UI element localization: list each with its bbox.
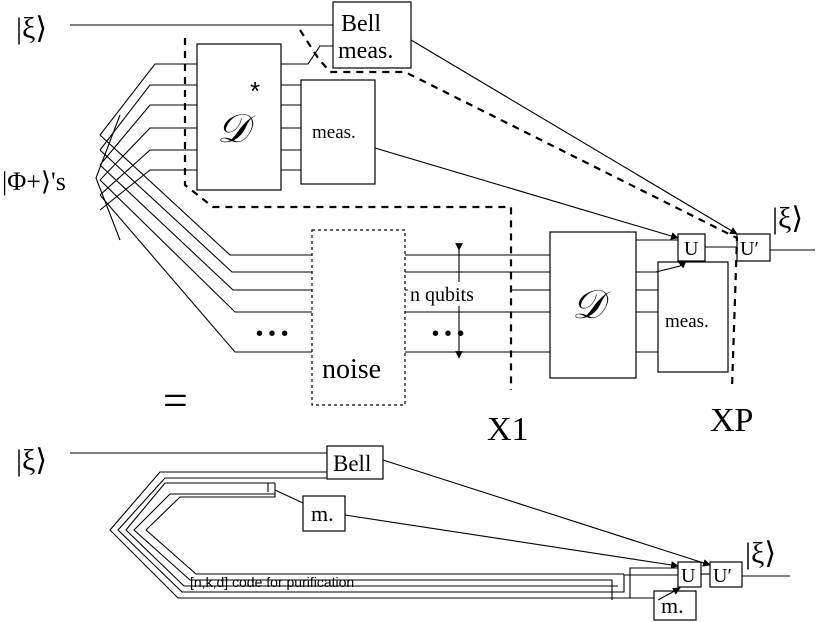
top-u-prime-label: U′ [740,238,759,260]
bottom-bell-arrow [382,459,711,567]
channel-dots: • • • [432,323,464,345]
bottom-m1-arrow [344,514,679,569]
bottom-u-prime-label: U′ [713,565,732,587]
top-u-gate [677,233,706,262]
top-input-state: |ξ⟩ [16,12,47,45]
top-output-state: |ξ⟩ [772,202,803,235]
bell-line2: meas. [338,38,393,64]
phi-pairs-label: |Φ+⟩'s [2,167,66,196]
noise-label: noise [322,354,381,385]
dstar-out-to-bell [281,45,333,65]
x1-boundary [183,38,513,390]
bottom-bell-label: Bell [333,451,371,476]
bottom-u-prime-gate [709,561,743,588]
bottom-bell-box [326,445,384,480]
n-qubits-label: n qubits [410,284,474,306]
right-meas-to-u-arrow [655,260,687,273]
lower-fan-wires [99,134,312,353]
top-meas-box [300,79,376,185]
code-band [109,471,678,600]
bottom-m2-label: m. [661,593,684,618]
pair-bracket [95,114,121,241]
xp-label: XP [710,402,753,439]
xp-boundary [299,29,739,389]
bottom-m1-label: m. [311,501,334,526]
upper-fan-wires [99,63,197,211]
meas-to-u-arrow [374,147,679,240]
lower-dots: • • • [256,323,288,345]
bell-meas-box [332,1,412,69]
equals-sign: = [163,376,188,425]
bottom-output-state: |ξ⟩ [745,537,776,570]
top-u-label: U [684,238,699,260]
bell-line1: Bell [341,11,381,37]
bottom-u-label: U [681,565,696,587]
x1-label: X1 [487,411,529,448]
code-label: [n,k,d] code for purification [190,574,354,590]
right-meas-label: meas. [665,311,709,332]
top-meas-label: meas. [312,122,356,143]
bottom-m1-box [302,495,346,532]
noise-box [311,229,406,406]
bottom-m2-arrow [657,587,681,601]
right-meas-box [657,261,729,373]
bottom-circuit: |ξ⟩ Bell m. [n,k,d] code for purificatio… [16,444,790,621]
d-star-superscript: * [250,76,260,106]
bell-to-uprime-arrow [410,39,738,235]
d-box [549,231,637,379]
top-circuit: |ξ⟩ |Φ+⟩'s • • • 𝒟 * [2,1,815,448]
d-star-box [196,43,282,191]
bottom-input-state: |ξ⟩ [16,444,47,477]
